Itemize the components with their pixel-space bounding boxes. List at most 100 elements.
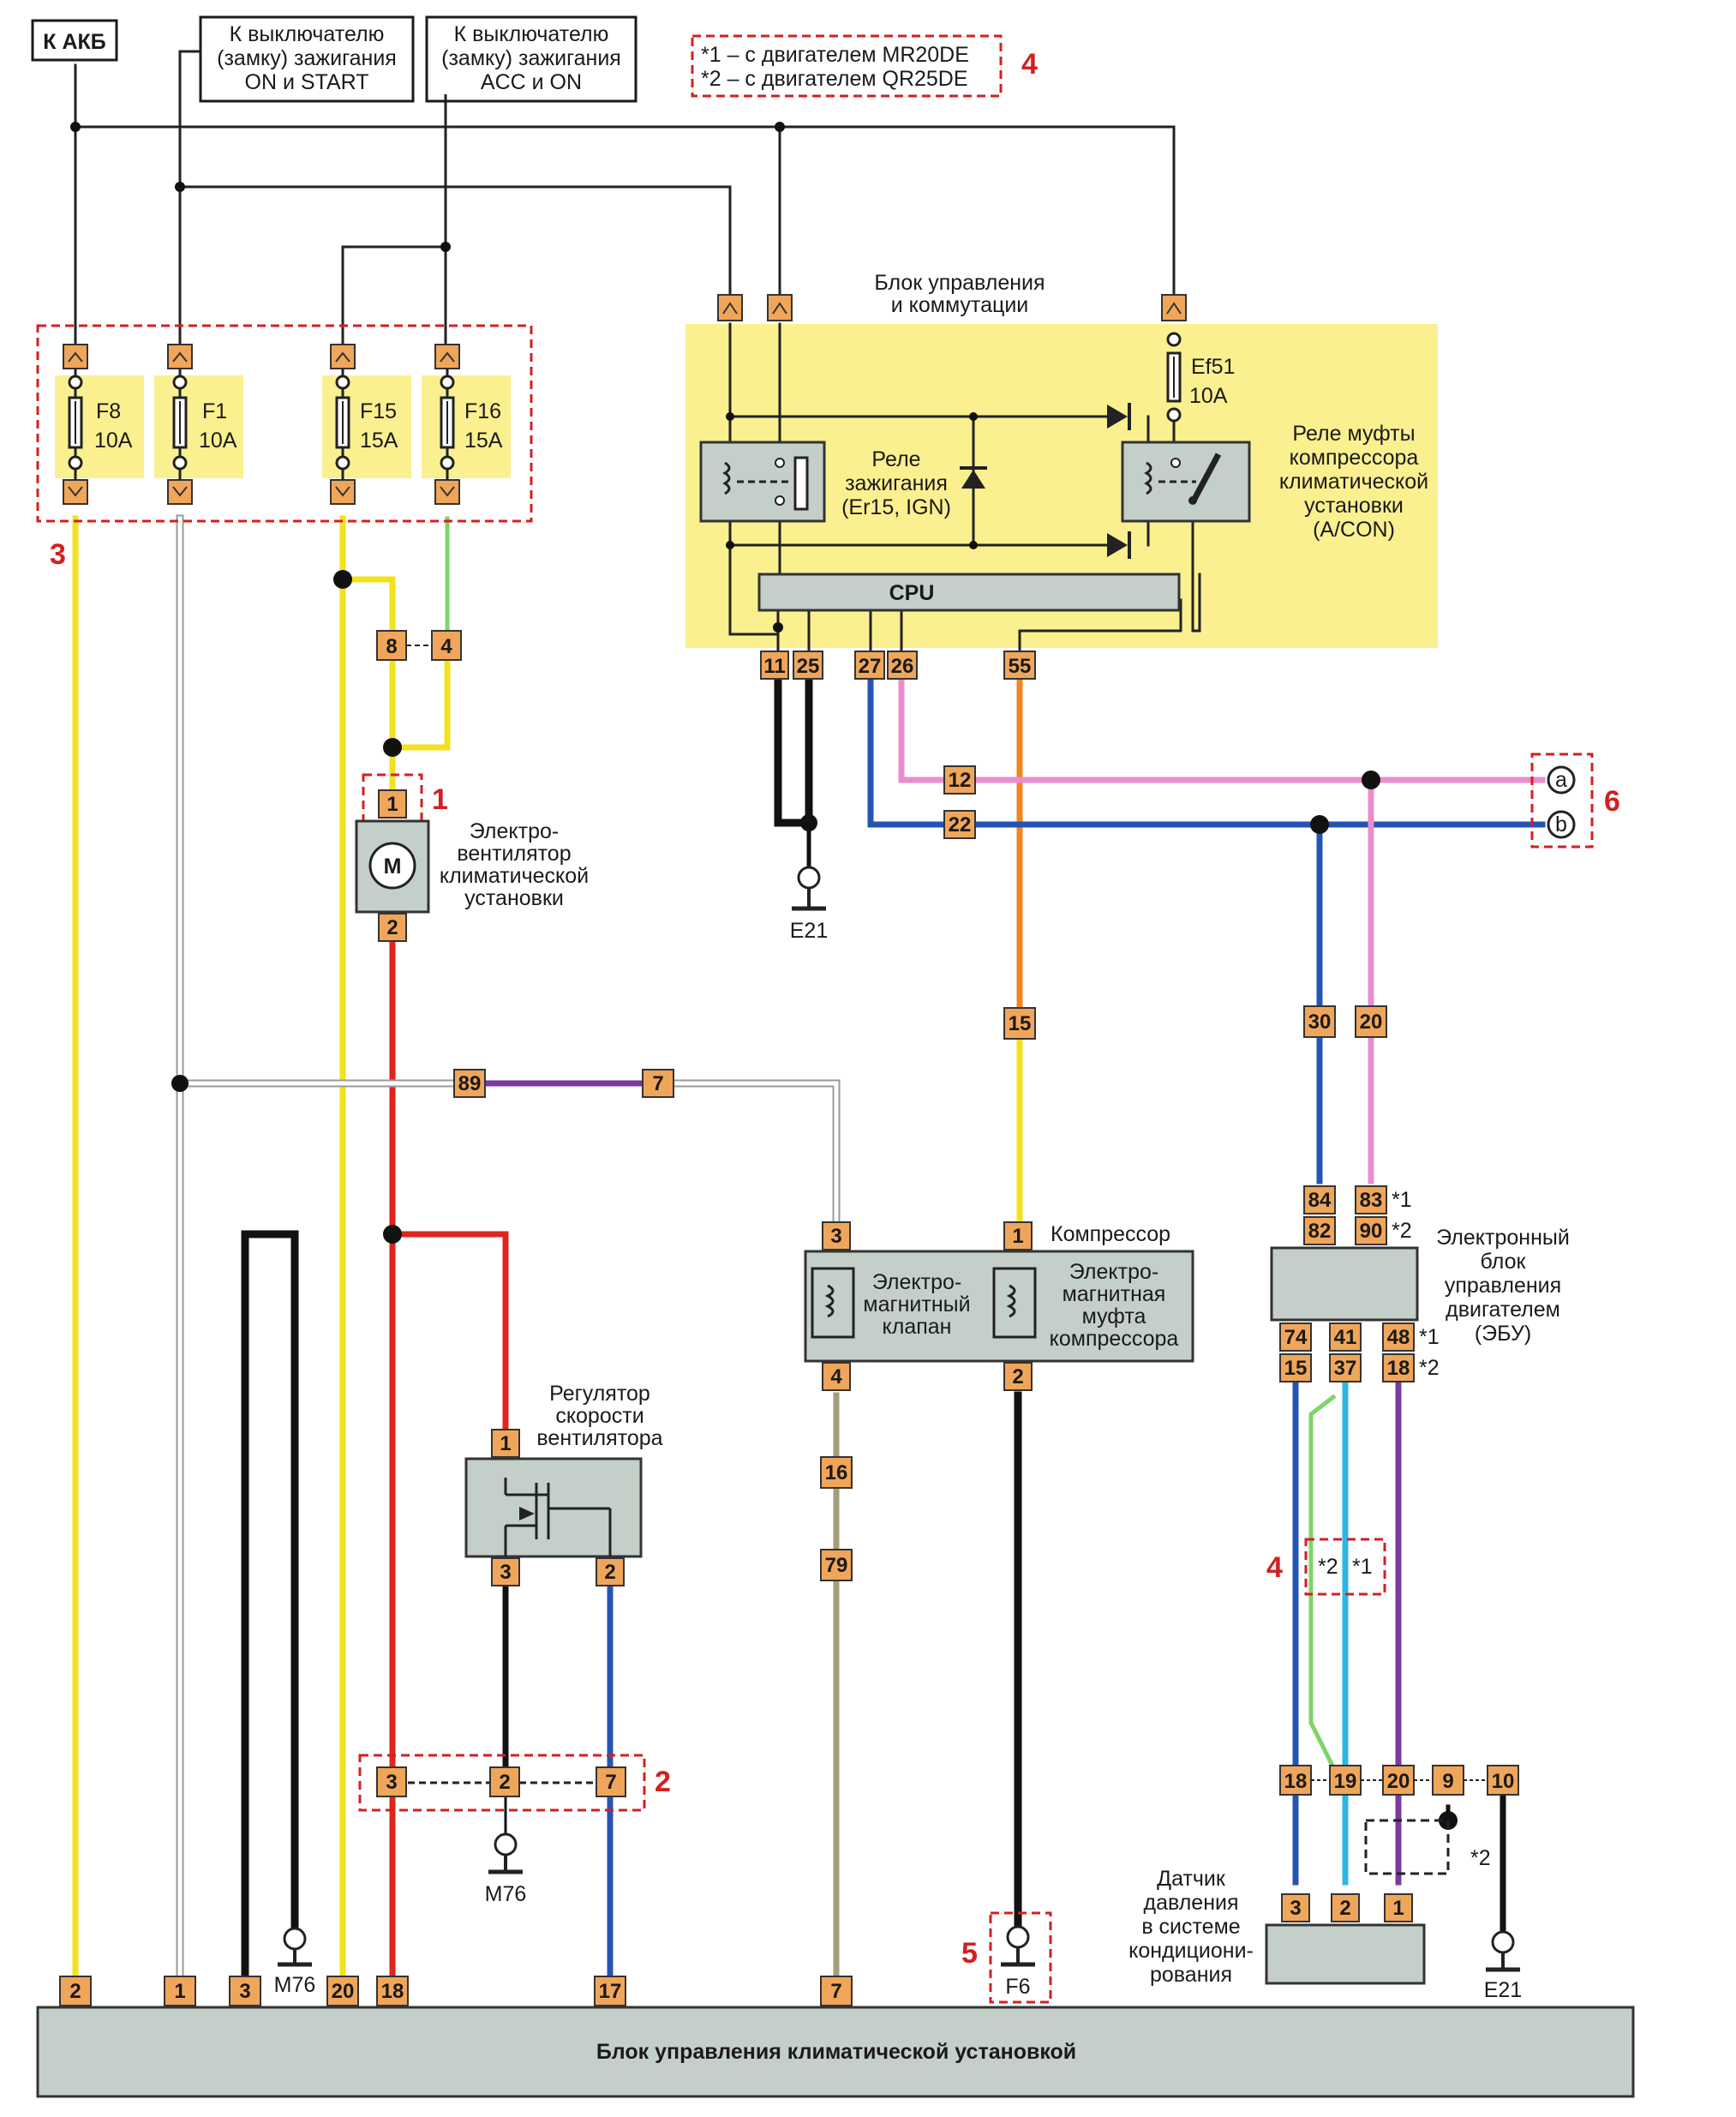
svg-text:1: 1 [432, 783, 448, 816]
svg-text:магнитный: магнитный [863, 1292, 970, 1316]
ac-control-unit: 2 1 3 20 18 17 7 Блок управления климати… [36, 1976, 1635, 2098]
svg-text:Блок управления климатической: Блок управления климатической установкой [596, 2040, 1076, 2064]
svg-text:8: 8 [386, 635, 397, 658]
svg-text:установки: установки [464, 886, 564, 910]
svg-text:18: 18 [1387, 1357, 1410, 1380]
svg-text:вентилятора: вентилятора [536, 1426, 662, 1450]
svg-text:К выключателю: К выключателю [230, 22, 385, 46]
svg-text:2: 2 [1339, 1897, 1350, 1920]
svg-text:двигателем: двигателем [1446, 1298, 1560, 1322]
svg-text:2: 2 [604, 1561, 615, 1584]
svg-text:15A: 15A [464, 429, 503, 453]
svg-text:4: 4 [440, 635, 452, 658]
battery-feed-wire [74, 63, 1176, 302]
svg-text:*2: *2 [1419, 1356, 1440, 1380]
svg-text:*2: *2 [1392, 1219, 1412, 1243]
signal-points: a b 6 [1530, 753, 1620, 849]
clutch-coil-icon [1006, 1284, 1016, 1318]
svg-text:климатической: климатической [1279, 470, 1428, 494]
svg-text:Электро-: Электро- [872, 1270, 961, 1294]
svg-text:F6: F6 [1005, 1975, 1030, 1999]
svg-text:30: 30 [1308, 1011, 1332, 1034]
svg-text:рования: рования [1150, 1963, 1232, 1987]
svg-text:(ЭБУ): (ЭБУ) [1475, 1322, 1531, 1346]
wire-white-to-compressor [669, 1079, 841, 1225]
svg-text:1: 1 [386, 793, 398, 816]
wire-yellow-to-fan [389, 655, 451, 751]
svg-text:9: 9 [1442, 1770, 1453, 1793]
svg-text:4: 4 [830, 1365, 842, 1388]
svg-text:10A: 10A [94, 429, 133, 453]
svg-text:(Er15, IGN): (Er15, IGN) [841, 495, 951, 519]
wire-green-ecm-37 [1308, 1394, 1337, 1771]
svg-text:15A: 15A [360, 429, 398, 453]
svg-text:2: 2 [1012, 1365, 1023, 1388]
svg-text:F15: F15 [360, 399, 397, 423]
svg-text:E21: E21 [790, 919, 828, 943]
svg-text:Блок управления: Блок управления [874, 271, 1045, 295]
fuse-f16: F16 15A [434, 344, 503, 505]
svg-text:магнитная: магнитная [1063, 1282, 1166, 1306]
ground-e21-right: E21 [1484, 1930, 1522, 2002]
source-box-ign-on-start: К выключателю (замку) зажигания ON и STA… [199, 15, 415, 103]
svg-text:F16: F16 [464, 399, 501, 423]
svg-text:Электро-: Электро- [1069, 1260, 1158, 1284]
svg-text:4: 4 [1021, 48, 1038, 81]
svg-text:19: 19 [1334, 1770, 1357, 1793]
wire-pink-26 [898, 674, 948, 783]
svg-text:a: a [1555, 768, 1567, 792]
source-box-battery: К АКБ [31, 19, 118, 62]
svg-text:скорости: скорости [555, 1404, 644, 1428]
svg-text:M76: M76 [485, 1882, 527, 1906]
wire-black-e21 [774, 673, 813, 827]
svg-text:7: 7 [605, 1771, 616, 1794]
svg-text:и коммутации: и коммутации [891, 293, 1029, 317]
svg-text:18: 18 [381, 1980, 404, 2003]
svg-text:Датчик: Датчик [1157, 1867, 1226, 1891]
svg-text:климатической: климатической [440, 864, 589, 888]
svg-text:1: 1 [174, 1980, 185, 2003]
svg-text:10A: 10A [199, 429, 237, 453]
connector-15: 15 [1003, 1007, 1036, 1040]
svg-text:вентилятор: вентилятор [457, 842, 571, 866]
svg-text:22: 22 [949, 813, 972, 837]
engine-ecu: 84 83 *1 82 90 *2 Электронный блок управ… [1270, 1185, 1570, 1382]
relay-coil-icon [722, 461, 731, 495]
svg-text:26: 26 [891, 655, 914, 678]
ipdm-55-internal [1018, 598, 1182, 662]
svg-text:CPU: CPU [889, 581, 935, 605]
svg-text:*1: *1 [1352, 1555, 1373, 1579]
svg-text:7: 7 [652, 1072, 663, 1095]
svg-text:55: 55 [1009, 655, 1032, 678]
svg-text:К АКБ: К АКБ [43, 30, 106, 54]
svg-text:17: 17 [599, 1980, 622, 2003]
engine-variant-box: *2 *1 4 [1266, 1538, 1386, 1596]
wire-blue-27 [867, 674, 948, 828]
svg-text:Ef51: Ef51 [1191, 355, 1235, 379]
connector-16-79: 16 79 [820, 1456, 853, 1581]
svg-text:E21: E21 [1484, 1978, 1522, 2002]
ground-m76-left: M76 [274, 1927, 315, 1997]
svg-text:Электро-: Электро- [470, 819, 559, 843]
svg-text:4: 4 [1266, 1551, 1283, 1584]
fuse-f15: F15 15A [330, 344, 398, 505]
wire-yellow-to-c8 [339, 576, 396, 638]
fuse-pad-f16 [422, 375, 511, 478]
svg-text:*2 – с двигателем QR25DE: *2 – с двигателем QR25DE [701, 67, 968, 91]
svg-text:3: 3 [386, 1771, 397, 1794]
svg-text:кондициони-: кондициони- [1128, 1939, 1254, 1963]
relay-coil-icon [1144, 461, 1152, 495]
svg-text:74: 74 [1284, 1326, 1308, 1349]
svg-text:5: 5 [961, 1937, 978, 1970]
ground-m76-regulator: M76 [485, 1832, 527, 1906]
svg-text:3: 3 [830, 1225, 841, 1248]
svg-text:Реле: Реле [871, 447, 920, 471]
svg-text:3: 3 [500, 1561, 511, 1584]
svg-text:82: 82 [1308, 1220, 1332, 1243]
wires [72, 50, 1546, 1984]
svg-text:2: 2 [69, 1980, 81, 2003]
svg-text:Регулятор: Регулятор [549, 1382, 650, 1406]
svg-text:16: 16 [825, 1461, 848, 1484]
svg-text:Реле муфты: Реле муфты [1292, 422, 1415, 446]
